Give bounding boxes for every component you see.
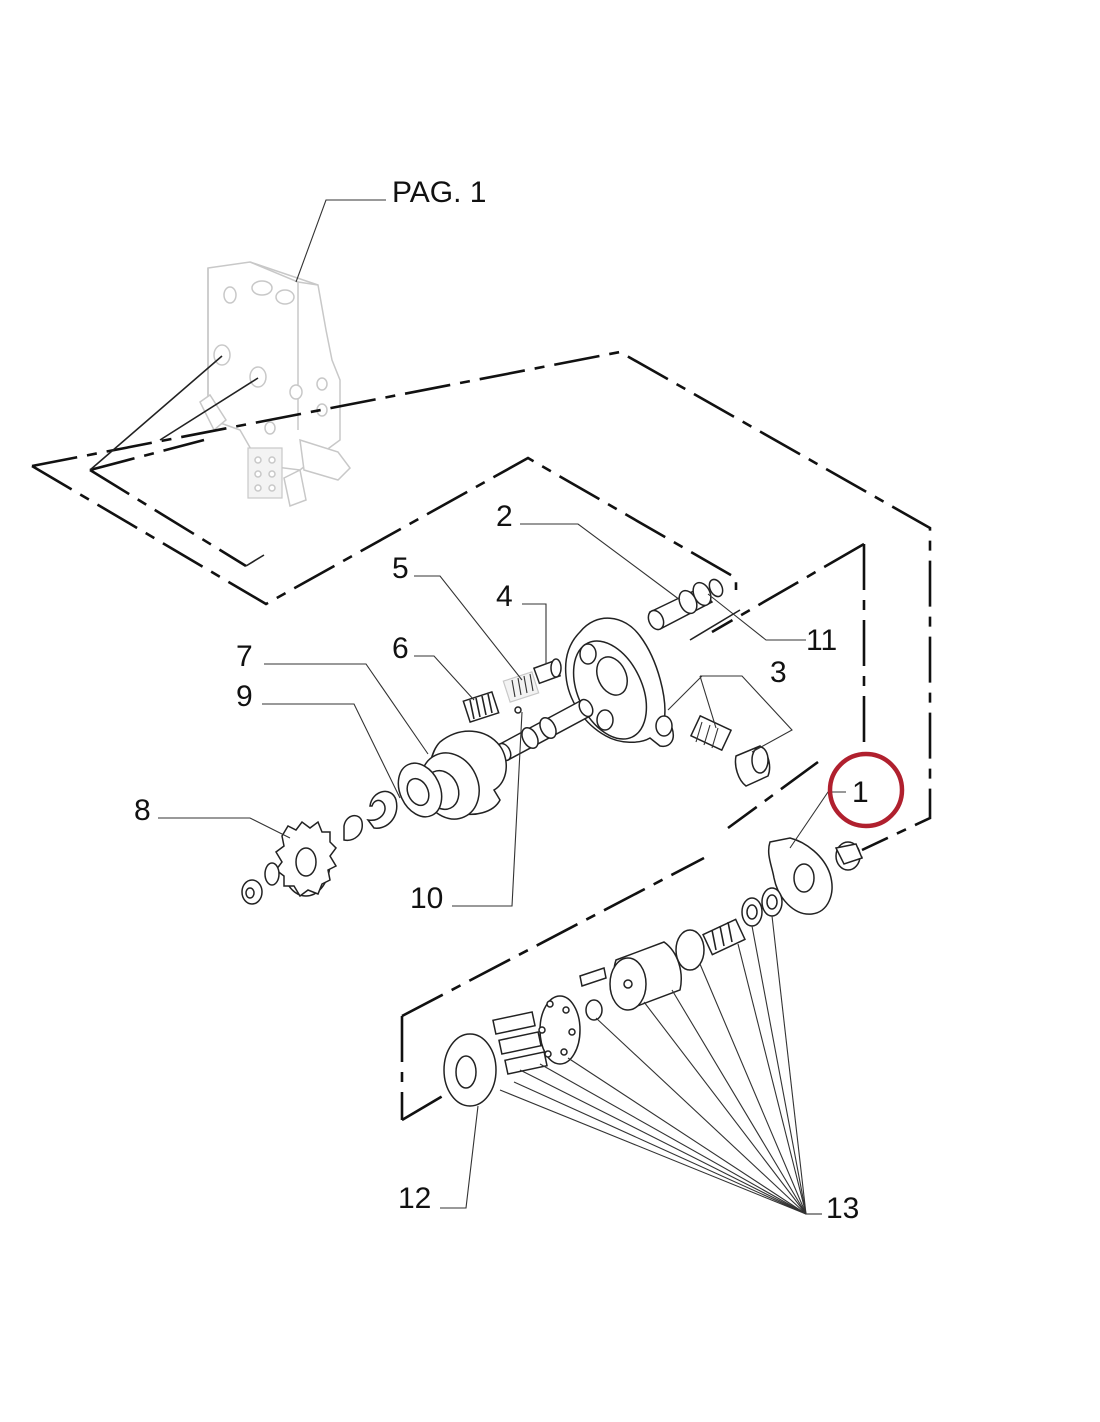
callout-3: 3 <box>770 656 787 689</box>
part-8-gear <box>241 820 338 905</box>
callout-4: 4 <box>496 580 513 613</box>
leader-lines <box>158 199 846 1215</box>
callout-10: 10 <box>410 882 443 915</box>
callout-12: 12 <box>398 1182 431 1215</box>
part-1-plate <box>767 837 864 915</box>
callout-8: 8 <box>134 794 151 827</box>
callout-11: 11 <box>806 624 837 657</box>
reference-label: PAG. 1 <box>392 176 486 209</box>
callout-2: 2 <box>496 500 513 533</box>
callout-7: 7 <box>236 640 253 673</box>
lower-assembly <box>443 887 783 1107</box>
valve-body-ghost <box>199 261 351 508</box>
boundary-lines <box>31 350 932 1122</box>
part-6-spring <box>462 690 500 724</box>
part-5-spring <box>502 671 540 703</box>
seal-ring <box>397 762 443 818</box>
callout-5: 5 <box>392 552 409 585</box>
part-9-clip <box>343 790 398 842</box>
cover-plate <box>564 617 674 748</box>
shaft-lines <box>89 355 741 641</box>
highlight-circle <box>827 751 905 829</box>
callout-13: 13 <box>826 1192 859 1225</box>
part-3-bushings <box>689 714 771 787</box>
callout-6: 6 <box>392 632 409 665</box>
part-10-shaft <box>496 698 594 762</box>
callout-1: 1 <box>852 776 869 809</box>
part-4-plug <box>532 658 562 685</box>
callout-9: 9 <box>236 680 253 713</box>
part-2-spool <box>647 578 724 631</box>
